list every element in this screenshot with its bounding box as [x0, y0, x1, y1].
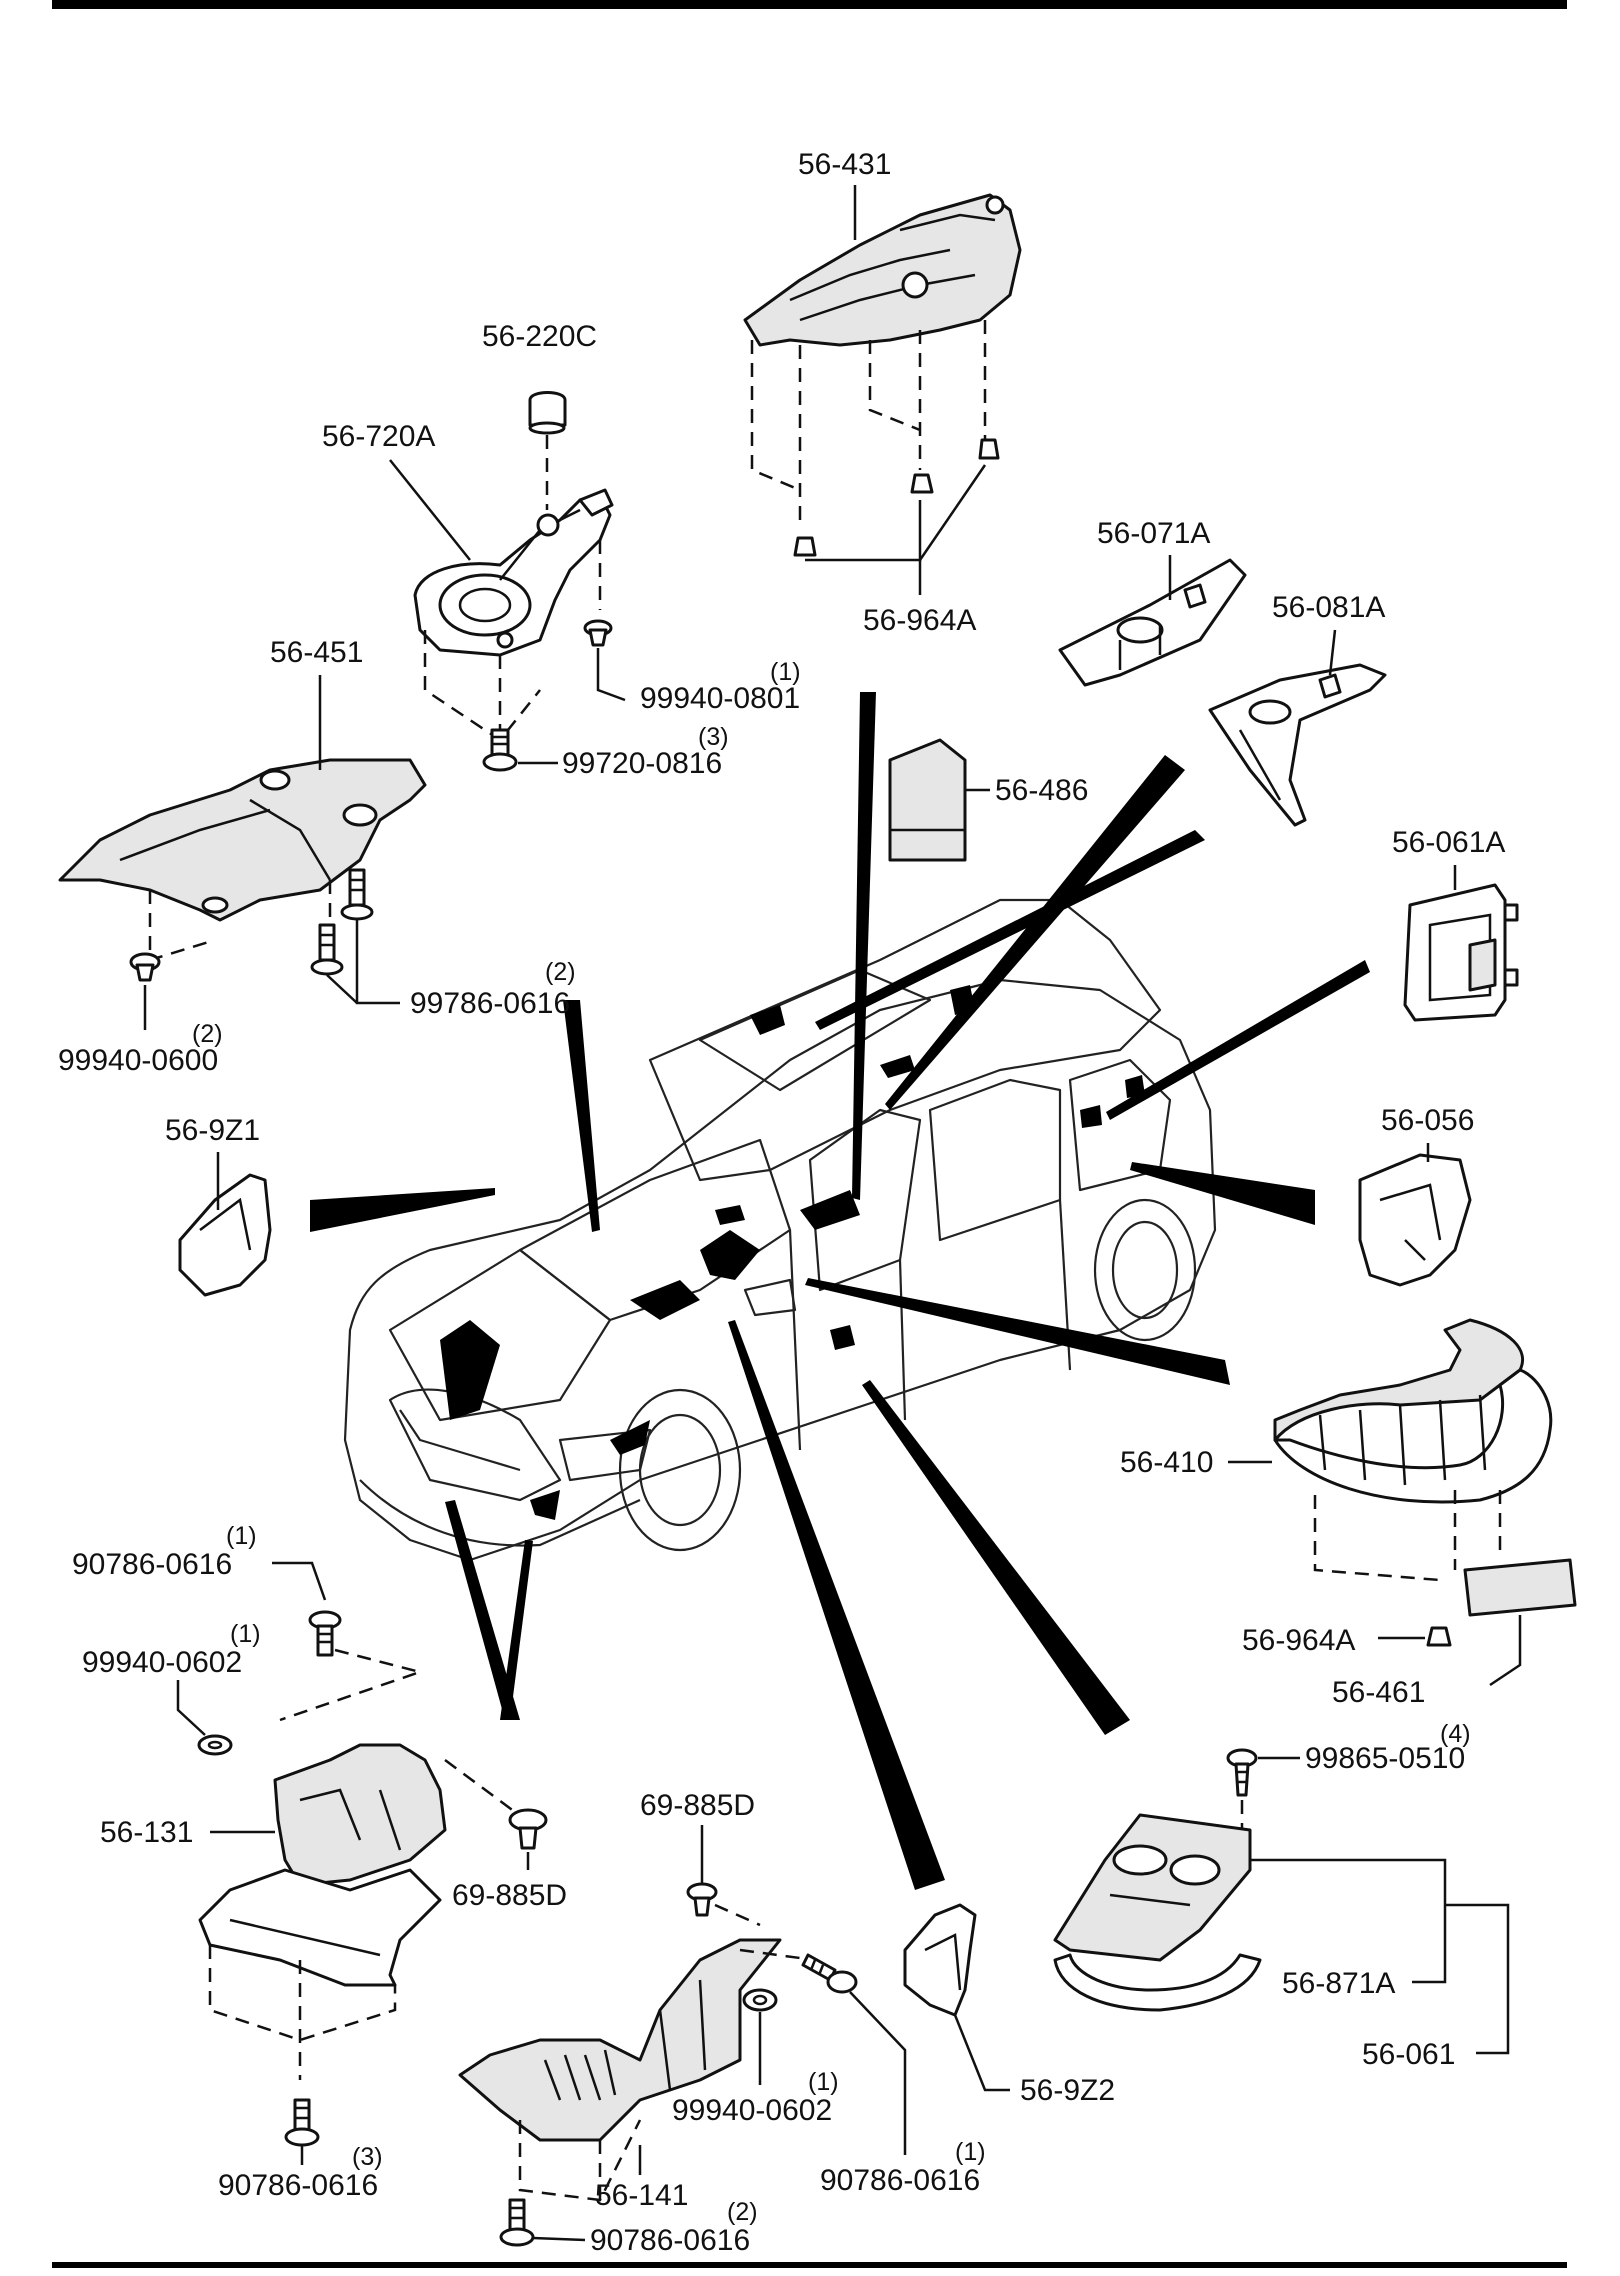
- label-90786-0616-a: 90786-0616: [72, 1548, 232, 1581]
- label-99865-0510: 99865-0510: [1305, 1742, 1465, 1775]
- part-99940-0602-a[interactable]: [176, 1680, 233, 1756]
- label-56-061: 56-061: [1362, 2038, 1455, 2071]
- part-56-081A[interactable]: [1208, 663, 1387, 827]
- qty-99940-0600: (2): [192, 1020, 223, 1048]
- label-56-871A: 56-871A: [1282, 1967, 1395, 2000]
- qty-90786-0616-d: (2): [727, 2198, 758, 2226]
- qty-99940-0602-a: (1): [230, 1620, 261, 1648]
- top-border-rule: [52, 0, 1567, 9]
- part-99720-0816[interactable]: [482, 728, 558, 772]
- label-56-220C: 56-220C: [482, 320, 597, 353]
- label-56-141: 56-141: [595, 2179, 688, 2212]
- part-90786-0616-c[interactable]: [739, 1948, 907, 2155]
- part-56-410[interactable]: [1273, 1318, 1553, 1582]
- part-56-131[interactable]: [198, 1743, 447, 2080]
- part-99786-0616[interactable]: [310, 868, 400, 1005]
- label-56-061A: 56-061A: [1392, 826, 1505, 859]
- qty-90786-0616-b: (3): [352, 2143, 383, 2171]
- part-56-720A[interactable]: [413, 488, 614, 742]
- part-99940-0600[interactable]: [129, 952, 161, 1030]
- part-56-141[interactable]: [458, 1938, 782, 2202]
- part-90786-0616-a[interactable]: [272, 1561, 425, 1722]
- part-69-885D-b[interactable]: [686, 1825, 761, 1927]
- part-56-451[interactable]: [58, 758, 427, 962]
- label-69-885D-a: 69-885D: [452, 1879, 567, 1912]
- part-56-9Z1[interactable]: [178, 1173, 272, 1297]
- qty-99720-0816: (3): [698, 723, 729, 751]
- leader-56-081A: [1328, 629, 1337, 676]
- qty-90786-0616-a: (1): [226, 1522, 257, 1550]
- label-56-720A: 56-720A: [322, 420, 435, 453]
- label-90786-0616-d: 90786-0616: [590, 2224, 750, 2257]
- part-99865-0510[interactable]: [1226, 1748, 1300, 1850]
- label-56-131: 56-131: [100, 1816, 193, 1849]
- label-56-964A-top: 56-964A: [863, 604, 976, 637]
- part-56-061A[interactable]: [1403, 883, 1519, 1022]
- label-56-9Z1: 56-9Z1: [165, 1114, 260, 1147]
- label-56-964A-right: 56-964A: [1242, 1624, 1355, 1657]
- label-99940-0602-a: 99940-0602: [82, 1646, 242, 1679]
- label-56-081A: 56-081A: [1272, 591, 1385, 624]
- part-56-431[interactable]: [743, 193, 1022, 520]
- label-56-9Z2: 56-9Z2: [1020, 2074, 1115, 2107]
- qty-99940-0801: (1): [770, 658, 801, 686]
- bottom-border-rule: [52, 2262, 1567, 2268]
- leader-56-061-bracket: [1445, 1903, 1510, 2055]
- part-56-486[interactable]: [888, 738, 967, 862]
- part-56-056[interactable]: [1358, 1153, 1472, 1287]
- label-99940-0801: 99940-0801: [640, 682, 800, 715]
- label-56-410: 56-410: [1120, 1446, 1213, 1479]
- part-90786-0616-b[interactable]: [284, 2098, 320, 2165]
- label-99720-0816: 99720-0816: [562, 747, 722, 780]
- part-99940-0602-b[interactable]: [742, 1988, 778, 2085]
- label-56-056: 56-056: [1381, 1104, 1474, 1137]
- part-99940-0801[interactable]: [583, 619, 626, 702]
- label-90786-0616-c: 90786-0616: [820, 2164, 980, 2197]
- qty-99865-0510: (4): [1440, 1720, 1471, 1748]
- part-56-071A[interactable]: [1058, 558, 1247, 687]
- part-69-885D-a[interactable]: [444, 1758, 548, 1870]
- qty-90786-0616-c: (1): [955, 2138, 986, 2166]
- leader-56-720A: [389, 459, 471, 561]
- part-56-871A[interactable]: [1053, 1813, 1447, 2012]
- part-56-220C[interactable]: [528, 391, 567, 511]
- label-99786-0616: 99786-0616: [410, 987, 570, 1020]
- label-56-461: 56-461: [1332, 1676, 1425, 1709]
- label-99940-0602-b: 99940-0602: [672, 2094, 832, 2127]
- qty-99940-0602-b: (1): [808, 2068, 839, 2096]
- label-69-885D-b: 69-885D: [640, 1789, 755, 1822]
- label-90786-0616-b: 90786-0616: [218, 2169, 378, 2202]
- part-56-964A-right[interactable]: [1426, 1626, 1452, 1647]
- part-56-9Z2[interactable]: [903, 1903, 1010, 2092]
- label-56-451: 56-451: [270, 636, 363, 669]
- label-56-486: 56-486: [995, 774, 1088, 807]
- part-56-964A-clips-top[interactable]: [793, 438, 1000, 595]
- label-56-431: 56-431: [798, 148, 891, 181]
- qty-99786-0616: (2): [545, 958, 576, 986]
- part-90786-0616-d[interactable]: [499, 2198, 586, 2247]
- part-56-461[interactable]: [1463, 1558, 1577, 1687]
- vehicle-illustration: [310, 692, 1370, 1890]
- label-56-071A: 56-071A: [1097, 517, 1210, 550]
- label-99940-0600: 99940-0600: [58, 1044, 218, 1077]
